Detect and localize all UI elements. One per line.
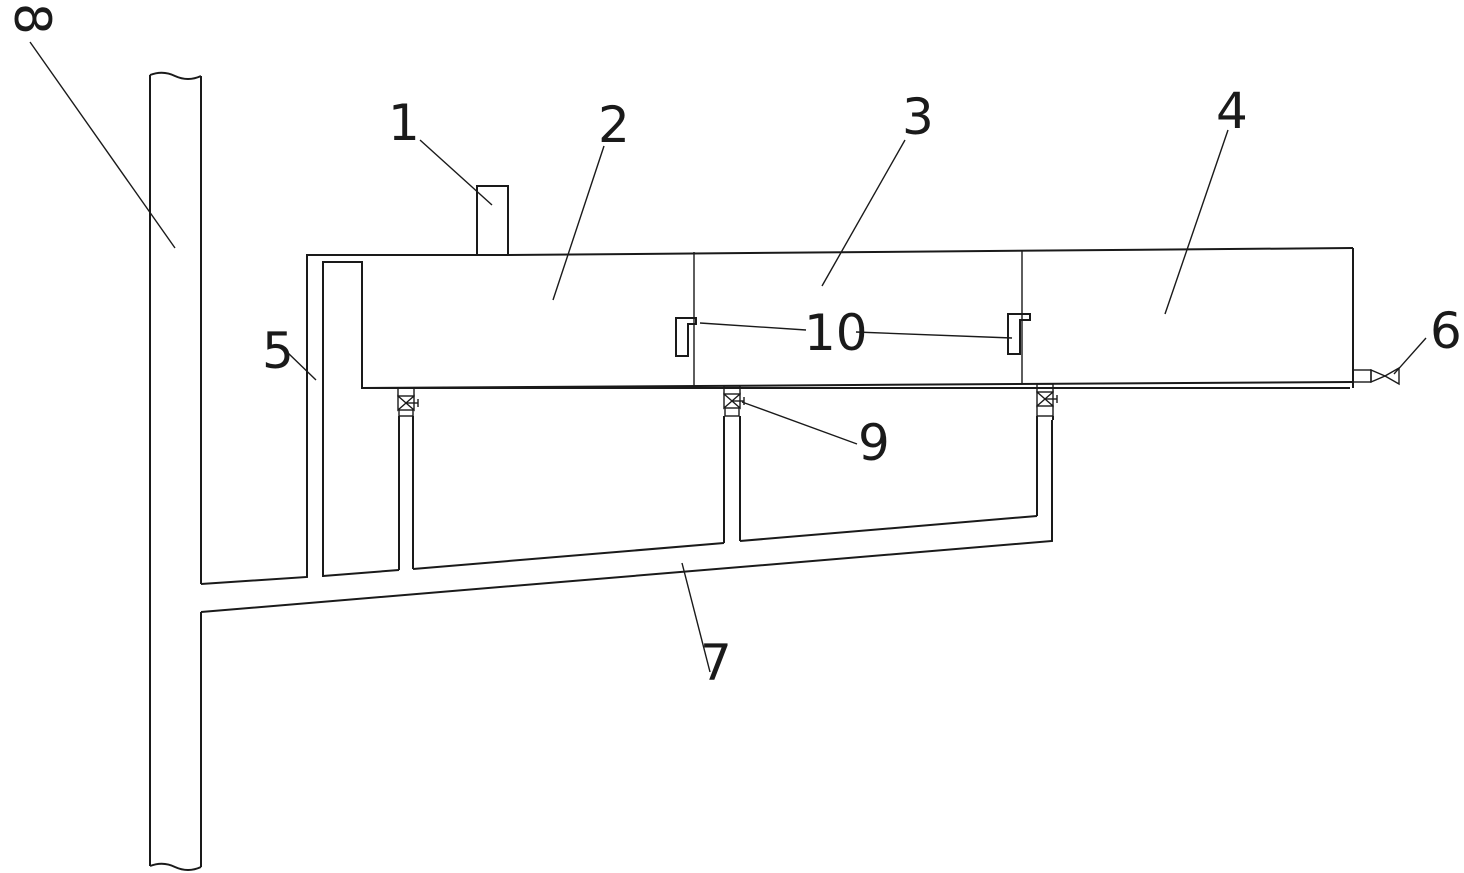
baffle-left	[675, 317, 697, 357]
label-4: 4	[1216, 82, 1248, 140]
leader-lines	[29, 41, 1427, 673]
label-6: 6	[1430, 302, 1462, 360]
valve-1	[397, 387, 419, 417]
label-7: 7	[700, 634, 732, 692]
label-9: 9	[858, 414, 890, 472]
label-5: 5	[262, 322, 294, 380]
outlet-nozzle	[1352, 366, 1400, 386]
valve-2	[723, 385, 745, 417]
main-vertical-pipe	[149, 71, 202, 871]
label-10: 10	[804, 304, 868, 362]
label-2: 2	[598, 96, 630, 154]
label-3: 3	[902, 88, 934, 146]
label-8: 8	[3, 3, 61, 35]
label-1: 1	[388, 94, 420, 152]
vent-pipe	[476, 185, 509, 256]
valve-3	[1036, 383, 1058, 420]
tank-body	[361, 247, 1354, 389]
baffle-right	[1007, 313, 1031, 355]
sloped-branch-pipe	[200, 254, 1350, 613]
